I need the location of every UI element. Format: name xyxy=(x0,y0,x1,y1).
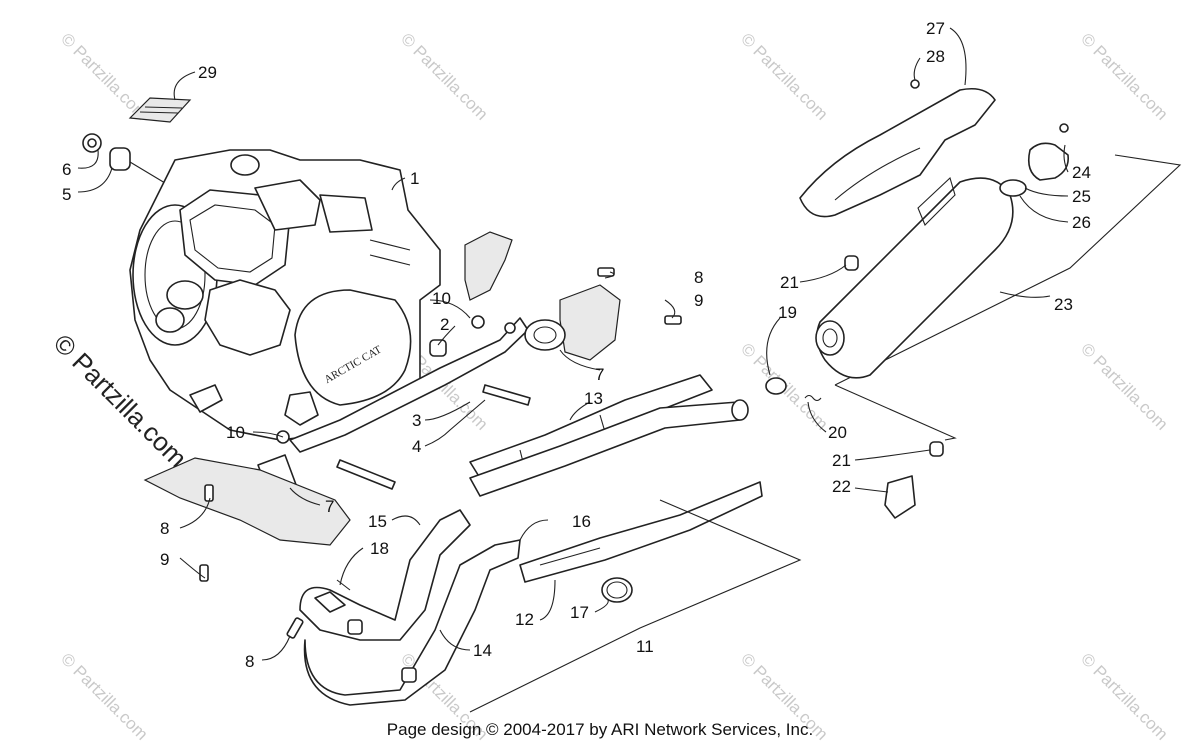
part-heat-shield-lower xyxy=(143,457,351,582)
part-grommet-upper xyxy=(844,255,859,271)
callout-17: 17 xyxy=(570,603,589,622)
part-bolts-upper xyxy=(276,267,682,444)
callout-4: 4 xyxy=(412,437,421,456)
part-grommet-lower xyxy=(884,441,944,519)
callout-20: 20 xyxy=(828,423,847,442)
part-bracket xyxy=(289,317,531,490)
watermark: © Partzilla.com xyxy=(737,29,831,123)
footer-copyright: Page design © 2004-2017 by ARI Network S… xyxy=(386,720,814,739)
part-spring-lower xyxy=(286,579,351,639)
watermark: © Partzilla.com xyxy=(397,29,491,123)
part-head-pipe-14 xyxy=(303,539,521,706)
part-label-plate xyxy=(128,97,192,123)
callout-7-lower: 7 xyxy=(325,497,334,516)
callout-9-lower: 9 xyxy=(160,550,169,569)
callout-27: 27 xyxy=(926,19,945,38)
callout-13: 13 xyxy=(584,389,603,408)
callout-23: 23 xyxy=(1054,295,1073,314)
callout-21-lower: 21 xyxy=(832,451,851,470)
leader-lines xyxy=(77,27,1069,661)
part-engine: ARCTIC CAT xyxy=(129,149,441,441)
callout-7-upper: 7 xyxy=(595,365,604,384)
callout-6: 6 xyxy=(62,160,71,179)
callout-9-upper: 9 xyxy=(694,291,703,310)
callout-labels: 29 6 5 1 10 2 3 4 10 7 8 9 7 8 9 15 16 1… xyxy=(62,19,1091,671)
callout-11: 11 xyxy=(636,637,654,656)
watermark: © Partzilla.com xyxy=(57,29,151,123)
callout-19: 19 xyxy=(778,303,797,322)
callout-25: 25 xyxy=(1072,187,1091,206)
watermark: © Partzilla.com xyxy=(1077,339,1171,433)
callout-10-lower: 10 xyxy=(226,423,245,442)
callout-5: 5 xyxy=(62,185,71,204)
part-clamp xyxy=(601,577,633,603)
callout-26: 26 xyxy=(1072,213,1091,232)
callout-12: 12 xyxy=(515,610,534,629)
callout-8-bottom: 8 xyxy=(245,652,254,671)
callout-8-lower: 8 xyxy=(160,519,169,538)
callout-1: 1 xyxy=(410,169,419,188)
part-gasket-upper xyxy=(524,319,566,351)
part-heat-shield-upper xyxy=(464,231,621,361)
callout-14: 14 xyxy=(473,641,492,660)
part-heat-shield-16 xyxy=(519,481,763,583)
callout-16: 16 xyxy=(572,512,591,531)
callout-10-upper: 10 xyxy=(432,289,451,308)
watermark: © Partzilla.com xyxy=(1077,29,1171,123)
subassembly-brackets xyxy=(469,154,1182,713)
callout-21-upper: 21 xyxy=(780,273,799,292)
part-head-pipe-15 xyxy=(299,509,471,641)
callout-22: 22 xyxy=(832,477,851,496)
callout-28: 28 xyxy=(926,47,945,66)
callout-15: 15 xyxy=(368,512,387,531)
part-muffler xyxy=(815,123,1070,379)
callout-18: 18 xyxy=(370,539,389,558)
callout-2: 2 xyxy=(440,315,449,334)
callout-24: 24 xyxy=(1072,163,1091,182)
callout-3: 3 xyxy=(412,411,421,430)
callout-8-upper: 8 xyxy=(694,268,703,287)
callout-29: 29 xyxy=(198,63,217,82)
part-header-pipe xyxy=(469,377,822,497)
